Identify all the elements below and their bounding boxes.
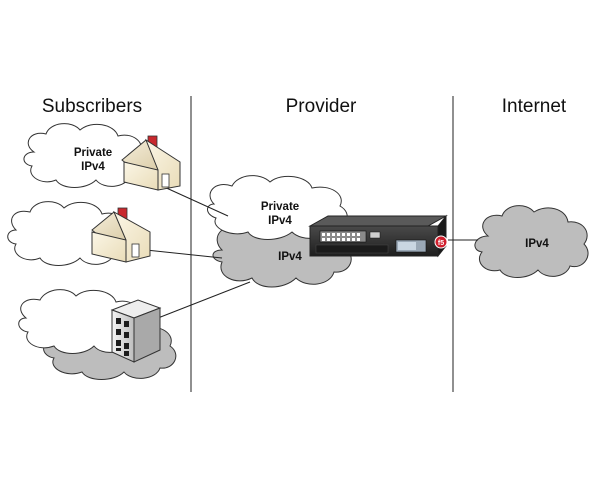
cloud-label-subscriber-1-line2: IPv4 <box>81 161 105 173</box>
f5-logo-text: f5 <box>438 240 444 247</box>
link-house1-to-provider <box>161 185 229 217</box>
cloud-label-subscriber-1-line1: Private <box>74 147 112 159</box>
house-icon <box>91 207 151 263</box>
cloud-label-provider-public: IPv4 <box>278 251 302 263</box>
f5-logo-icon <box>434 235 448 249</box>
office-building-icon <box>110 299 162 363</box>
cloud-internet <box>474 205 589 278</box>
column-title-subscribers: Subscribers <box>42 96 142 117</box>
link-building-to-provider <box>157 281 251 319</box>
column-title-internet: Internet <box>502 96 567 117</box>
cloud-label-provider-private-line2: IPv4 <box>268 215 292 227</box>
house-icon <box>121 135 181 191</box>
network-appliance-icon: f5 <box>308 214 448 258</box>
port-block-icon <box>319 230 367 243</box>
cloud-label-internet: IPv4 <box>525 238 549 250</box>
link-house2-to-provider <box>145 249 223 259</box>
cloud-label-provider-private-line1: Private <box>261 201 299 213</box>
building-windows <box>116 318 129 356</box>
column-title-provider: Provider <box>286 96 357 117</box>
